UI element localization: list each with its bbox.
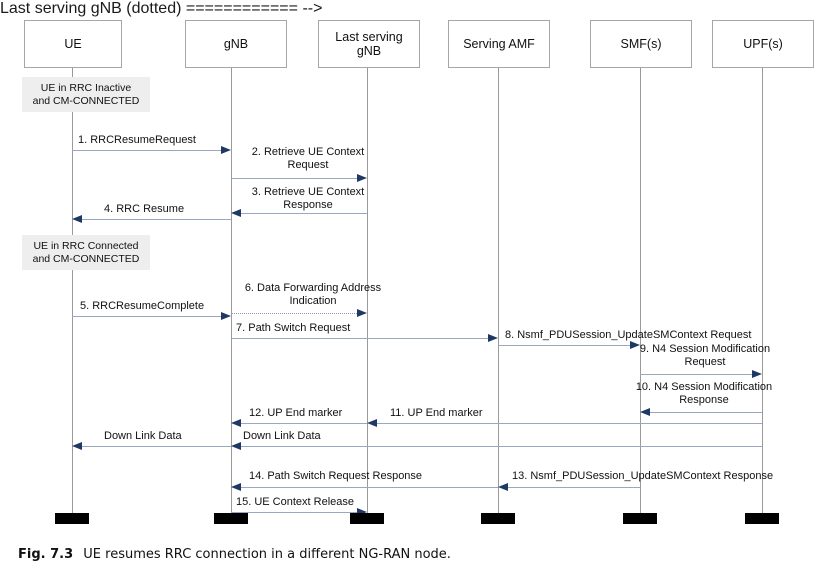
lifeline-box-serving-amf: Serving AMF [448, 20, 550, 68]
arrowhead-right-5 [221, 311, 231, 320]
message-line-7 [231, 338, 488, 339]
message-label-3-line-2: Response [283, 199, 333, 211]
arrowhead-left-11 [367, 418, 377, 427]
lifeline-line-gnb [231, 68, 232, 518]
lifeline-label-gnb: gNB [223, 37, 249, 51]
figure-caption-label: Fig. 7.3 [18, 547, 74, 562]
lifeline-label-upf: UPF(s) [743, 37, 783, 51]
arrowhead-right-6 [357, 308, 367, 317]
arrowhead-right-2 [357, 173, 367, 182]
state-line-2: and CM-CONNECTED [32, 252, 140, 265]
message-line-4 [82, 219, 231, 220]
message-line-13 [508, 487, 640, 488]
state-line-1: UE in RRC Connected [33, 239, 139, 252]
lifeline-label-smf: SMF(s) [620, 37, 662, 51]
message-label-12: 12. UP End marker [249, 407, 343, 419]
terminator-gnb [214, 513, 248, 524]
message-label-3-line-1: 3. Retrieve UE Context [251, 186, 365, 198]
arrowhead-right-1 [221, 145, 231, 154]
lifeline-box-ue: UE [24, 20, 122, 68]
arrowhead-left-4 [72, 214, 82, 223]
message-label-6-line-2: Indication [289, 295, 337, 307]
lifeline-line-last-serving-gnb [367, 68, 368, 518]
message-label-down-link-data-ue: Down Link Data [104, 430, 182, 442]
message-line-9 [640, 374, 752, 375]
message-line-11 [377, 423, 762, 424]
lifeline-box-last-serving-gnb: Last serving gNB [318, 20, 420, 68]
message-label-15: 15. UE Context Release [236, 496, 355, 508]
message-label-11: 11. UP End marker [390, 407, 483, 419]
message-line-3 [241, 213, 367, 214]
arrowhead-left-down-link-data-ue [72, 441, 82, 450]
arrowhead-left-3 [231, 208, 241, 217]
message-label-8: 8. Nsmf_PDUSession_UpdateSMContext Reque… [505, 329, 752, 341]
figure-caption-text: UE resumes RRC connection in a different… [83, 547, 451, 562]
message-label-down-link-data-gnb: Down Link Data [243, 430, 321, 442]
lifeline-label-ue: UE [64, 37, 82, 51]
message-label-14: 14. Path Switch Request Response [249, 470, 423, 482]
terminator-serving-amf [481, 513, 515, 524]
state-line-2: and CM-CONNECTED [32, 94, 140, 107]
message-line-10 [650, 412, 762, 413]
state-box-rrc-inactive: UE in RRC Inactive and CM-CONNECTED [22, 77, 150, 112]
arrowhead-right-15 [357, 507, 367, 516]
lifeline-line-serving-amf [498, 68, 499, 518]
message-line-1 [72, 150, 221, 151]
message-label-2-line-1: 2. Retrieve UE Context [251, 146, 365, 158]
message-label-10-line-2: Response [679, 394, 729, 406]
message-label-10-line-1: 10. N4 Session Modification [635, 381, 773, 393]
message-label-9-line-2: Request [684, 356, 726, 368]
message-line-6 [231, 313, 357, 314]
terminator-ue [55, 513, 89, 524]
lifeline-label-last-serving-gnb: Last serving gNB [335, 30, 403, 58]
lifeline-line-ue [72, 68, 73, 518]
message-label-13: 13. Nsmf_PDUSession_UpdateSMContext Resp… [512, 470, 774, 482]
arrowhead-left-10 [640, 407, 650, 416]
message-label-1: 1. RRCResumeRequest [78, 134, 196, 146]
message-label-9-line-1: 9. N4 Session Modification [639, 343, 771, 355]
arrowhead-left-14 [231, 482, 241, 491]
arrowhead-left-13 [498, 482, 508, 491]
figure-caption: Fig. 7.3 UE resumes RRC connection in a … [18, 546, 451, 563]
arrowhead-left-12 [231, 418, 241, 427]
terminator-smf [623, 513, 657, 524]
lifeline-box-upf: UPF(s) [712, 20, 814, 68]
state-box-rrc-connected: UE in RRC Connected and CM-CONNECTED [22, 235, 150, 270]
message-line-12 [241, 423, 367, 424]
arrowhead-right-7 [488, 333, 498, 342]
lifeline-label-serving-amf: Serving AMF [463, 37, 535, 51]
message-line-8 [498, 345, 630, 346]
lifeline-box-gnb: gNB [185, 20, 287, 68]
message-label-2-line-2: Request [287, 159, 329, 171]
message-line-down-link-data-gnb [241, 446, 762, 447]
lifeline-box-smf: SMF(s) [590, 20, 692, 68]
message-line-15 [231, 512, 357, 513]
message-line-14 [241, 487, 498, 488]
arrowhead-right-9 [752, 369, 762, 378]
terminator-upf [745, 513, 779, 524]
lifeline-line-smf [640, 68, 641, 518]
message-line-down-link-data-ue [82, 446, 231, 447]
terminator-last-serving-gnb [350, 513, 384, 524]
message-label-6-line-1: 6. Data Forwarding Address [244, 282, 382, 294]
message-line-5 [72, 316, 221, 317]
arrowhead-right-8 [630, 340, 640, 349]
message-label-4: 4. RRC Resume [104, 203, 185, 215]
state-line-1: UE in RRC Inactive [40, 81, 132, 94]
lifeline-line-upf [762, 68, 763, 518]
message-line-2 [231, 178, 357, 179]
message-label-7: 7. Path Switch Request [236, 322, 351, 334]
arrowhead-left-down-link-data-gnb [231, 441, 241, 450]
message-label-5: 5. RRCResumeComplete [80, 300, 205, 312]
